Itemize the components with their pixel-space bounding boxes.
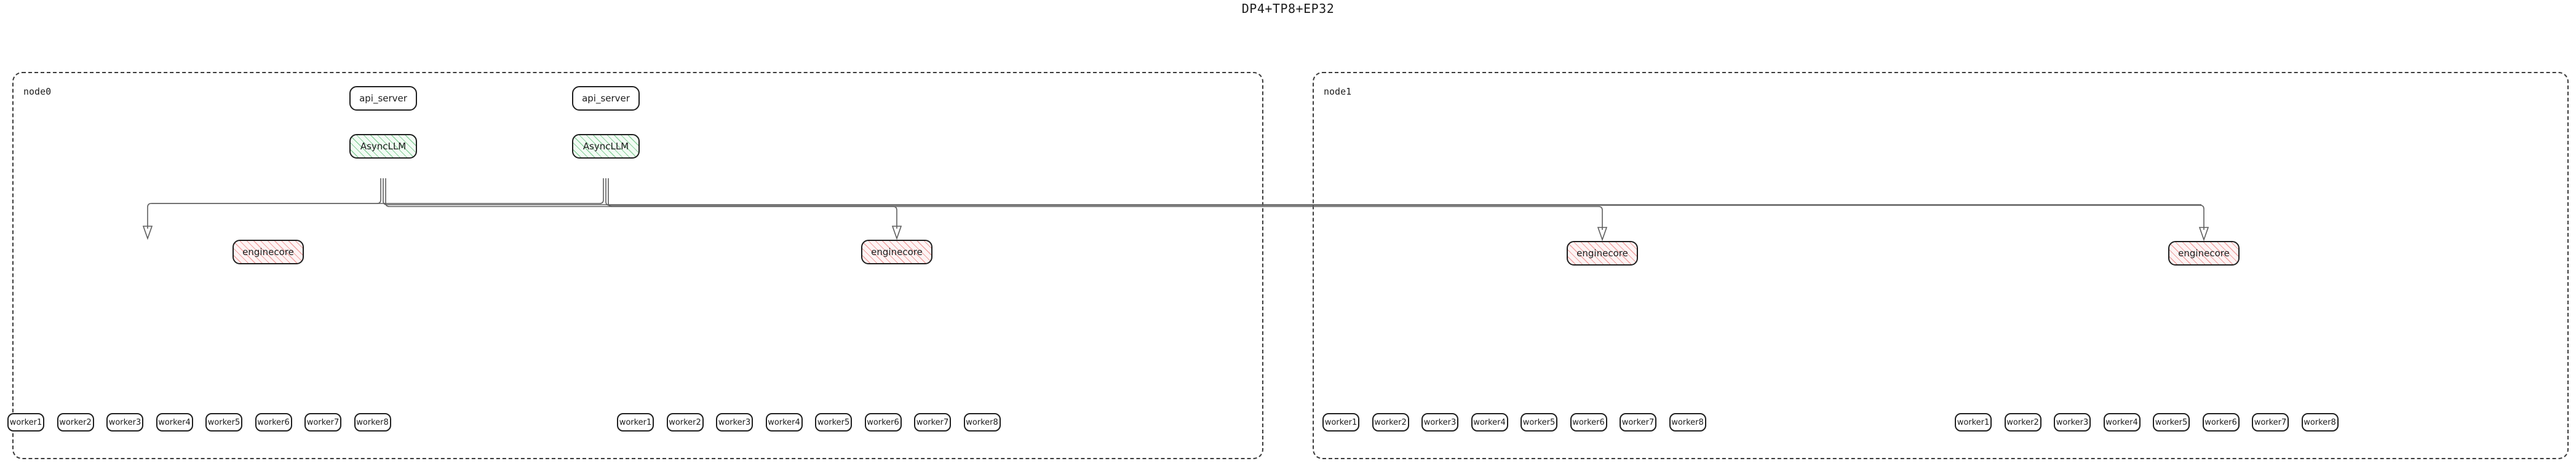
worker-box[interactable]: worker6 <box>2202 413 2240 432</box>
worker-box[interactable]: worker2 <box>666 413 704 432</box>
worker-box[interactable]: worker5 <box>1521 413 1557 432</box>
worker-box[interactable]: worker4 <box>1471 413 1508 432</box>
worker-box[interactable]: worker7 <box>2252 413 2289 432</box>
worker-box[interactable]: worker6 <box>255 413 292 432</box>
worker-box[interactable]: worker8 <box>963 413 1001 432</box>
worker-box[interactable]: worker6 <box>1570 413 1607 432</box>
node-label-node0: node0 <box>23 86 52 97</box>
node-container-node1 <box>1313 72 2569 459</box>
worker-box[interactable]: worker8 <box>354 413 391 432</box>
enginecore-box[interactable]: enginecore <box>2168 241 2240 266</box>
enginecore-box[interactable]: enginecore <box>861 240 932 264</box>
worker-box[interactable]: worker5 <box>2153 413 2190 432</box>
worker-box[interactable]: worker2 <box>1372 413 1409 432</box>
worker-box[interactable]: worker3 <box>2054 413 2091 432</box>
page-title: DP4+TP8+EP32 <box>1241 1 1335 16</box>
node-label-node1: node1 <box>1324 86 1352 97</box>
worker-box[interactable]: worker1 <box>1955 413 1992 432</box>
worker-box[interactable]: worker7 <box>1620 413 1656 432</box>
worker-box[interactable]: worker3 <box>106 413 143 432</box>
api-server-box[interactable]: api_server <box>572 86 640 111</box>
worker-box[interactable]: worker2 <box>2004 413 2041 432</box>
worker-box[interactable]: worker4 <box>765 413 803 432</box>
worker-box[interactable]: worker7 <box>914 413 951 432</box>
worker-box[interactable]: worker8 <box>2301 413 2339 432</box>
worker-box[interactable]: worker4 <box>2103 413 2141 432</box>
worker-box[interactable]: worker4 <box>156 413 193 432</box>
api-server-box[interactable]: api_server <box>349 86 417 111</box>
worker-box[interactable]: worker5 <box>205 413 242 432</box>
node-container-node0 <box>12 72 1263 459</box>
worker-box[interactable]: worker8 <box>1669 413 1706 432</box>
worker-box[interactable]: worker1 <box>1322 413 1359 432</box>
worker-box[interactable]: worker5 <box>815 413 852 432</box>
worker-box[interactable]: worker1 <box>7 413 44 432</box>
worker-box[interactable]: worker3 <box>1421 413 1458 432</box>
worker-box[interactable]: worker6 <box>864 413 902 432</box>
asyncllm-box[interactable]: AsyncLLM <box>349 134 417 159</box>
worker-box[interactable]: worker1 <box>617 413 654 432</box>
enginecore-box[interactable]: enginecore <box>233 240 304 264</box>
worker-box[interactable]: worker3 <box>716 413 753 432</box>
enginecore-box[interactable]: enginecore <box>1567 241 1638 266</box>
worker-box[interactable]: worker7 <box>304 413 341 432</box>
worker-box[interactable]: worker2 <box>57 413 94 432</box>
asyncllm-box[interactable]: AsyncLLM <box>572 134 640 159</box>
